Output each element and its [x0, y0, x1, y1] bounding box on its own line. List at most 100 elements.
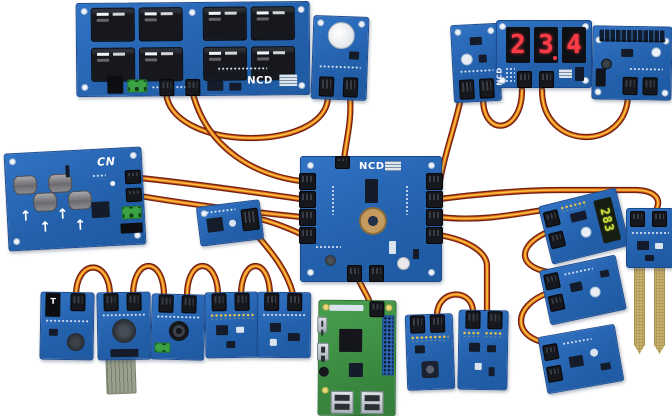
i2c-connector — [369, 301, 385, 318]
dot-row — [262, 312, 307, 319]
i2c-connector-empty — [409, 315, 426, 334]
screw-hole — [81, 83, 89, 91]
segment-display-board: 2 3 4 NCD — [496, 20, 592, 88]
round-sensor-element — [327, 21, 356, 50]
i2c-connector — [426, 191, 443, 208]
terminal-breakout-board — [591, 25, 672, 101]
i2c-connector — [234, 292, 250, 311]
round-sensor-module — [310, 15, 370, 101]
i2c-connector — [335, 156, 350, 169]
chain-module-3 — [150, 293, 206, 361]
dot-row — [205, 207, 236, 216]
wire-ct-to-hub-a — [136, 174, 305, 203]
i2c-connector — [642, 77, 658, 96]
relay — [138, 7, 183, 42]
component — [579, 225, 593, 239]
screw-hole — [8, 158, 17, 166]
component — [236, 326, 245, 333]
hdmi-port — [316, 342, 330, 361]
chip — [645, 255, 654, 261]
dot-row — [561, 336, 593, 348]
wire-mini-module-to-display — [479, 86, 526, 129]
i2c-connector — [211, 293, 227, 312]
gpio-header — [381, 315, 395, 376]
current-monitoring-board: CN ↑ ↑ ↑ ↑ — [3, 146, 147, 252]
button-cap — [651, 47, 662, 58]
i2c-connector — [487, 311, 503, 330]
wire-round-sensor-to-hub — [340, 92, 354, 164]
silkscreen-label — [385, 161, 401, 171]
relay — [138, 47, 184, 82]
wire-chain-arc-1 — [72, 264, 114, 300]
ncd-logo: CN — [96, 154, 116, 169]
sensor-chip — [269, 322, 282, 332]
screw-hole — [188, 8, 196, 17]
relay — [90, 7, 135, 42]
decimal-point — [553, 56, 557, 60]
chip — [621, 48, 634, 58]
component — [228, 219, 237, 228]
relay-driver-ic — [207, 80, 224, 91]
wire-hub-to-plain-module — [435, 231, 491, 316]
current-transformer — [67, 190, 93, 211]
dot-row — [318, 64, 361, 71]
chain-module-5 — [256, 291, 312, 359]
terminal-block — [121, 205, 143, 220]
chip — [478, 54, 487, 63]
soc-chip — [339, 328, 363, 353]
i2c-connector — [652, 211, 667, 227]
power-terminal-block — [127, 79, 148, 93]
screw-hole — [428, 162, 435, 169]
usb-port-stack — [360, 391, 384, 415]
buzzer — [168, 320, 190, 342]
usb-port — [120, 222, 143, 234]
i2c-connector — [299, 191, 316, 208]
plain-sensor-module — [457, 309, 509, 391]
chip — [486, 345, 497, 353]
component — [269, 338, 277, 346]
button-cap — [397, 257, 410, 270]
chain-module-1: T — [39, 291, 95, 361]
sd-card-slot — [317, 316, 328, 333]
i2c-connector — [478, 78, 495, 99]
chip — [600, 362, 612, 371]
dot-row — [562, 266, 594, 278]
i2c-connector — [547, 293, 566, 313]
i2c-connector — [426, 173, 443, 190]
i2c-connector — [429, 314, 446, 333]
component — [588, 285, 602, 299]
i2c-connector — [347, 265, 362, 282]
screw-hole — [307, 269, 314, 276]
dot-row — [217, 66, 268, 72]
raspberry-pi-board — [316, 299, 397, 416]
chip — [488, 367, 495, 377]
i2c-connector — [547, 230, 567, 250]
screw-hole — [298, 82, 306, 90]
current-transformer — [32, 191, 58, 213]
i2c-connector — [458, 79, 475, 100]
wire-mini-module-to-hub — [436, 94, 465, 185]
dot-row — [101, 312, 146, 319]
soil-moisture-sensor-board — [626, 208, 672, 268]
chip — [599, 269, 610, 279]
ncd-logo: NCD — [495, 67, 504, 86]
led — [110, 180, 116, 187]
ribbon-socket — [110, 348, 139, 358]
camera-connector — [329, 304, 364, 312]
mcu-chip — [91, 201, 111, 219]
i2c-connector — [543, 271, 562, 291]
dot-row — [631, 231, 669, 236]
soil-probe-prong — [634, 262, 645, 354]
usb-port-stack — [330, 390, 354, 414]
sensor-chip — [216, 325, 229, 336]
relay — [202, 6, 247, 41]
wire-button-module-to-plain-module — [433, 291, 477, 320]
chip — [575, 67, 584, 81]
i2c-connector — [287, 293, 303, 312]
ncd-logo: NCD — [247, 75, 273, 87]
screw-hole — [129, 151, 137, 160]
i2c-connector-empty — [630, 211, 645, 227]
i2c-connector — [264, 292, 280, 311]
i2c-connector — [369, 265, 384, 282]
i2c-connector — [103, 293, 119, 312]
